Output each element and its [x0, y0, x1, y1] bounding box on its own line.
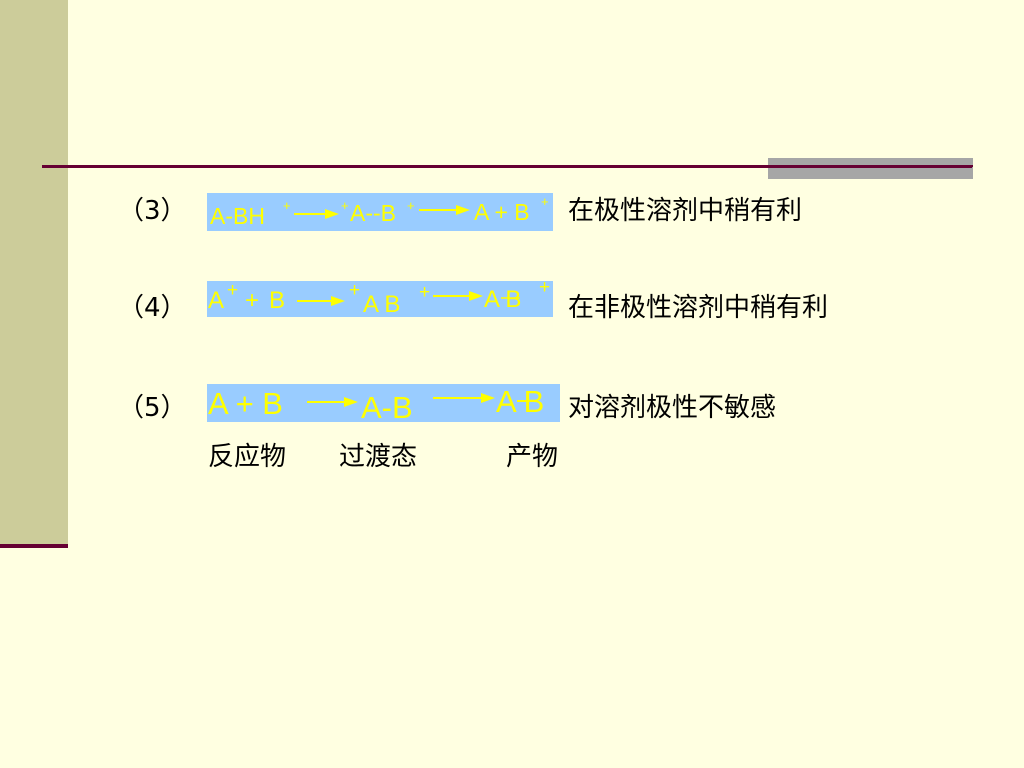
- label-product: 产物: [506, 442, 559, 472]
- item-3-reactant: A-BH: [210, 203, 265, 229]
- item-5-description: 对溶剂极性不敏感: [568, 393, 777, 423]
- item-3-arrow-2: [419, 205, 470, 215]
- item-4-description: 在非极性溶剂中稍有利: [568, 293, 829, 323]
- item-3-transition-state: A--B: [350, 200, 396, 226]
- item-3-ts-charge-right: +: [407, 198, 415, 213]
- item-5-reactant: A + B: [208, 386, 283, 421]
- item-4-arrow-1: [297, 296, 345, 306]
- item-3-equation: A-BH + + A--B + A + B +: [207, 193, 553, 231]
- item-5-number: （5）: [118, 393, 187, 423]
- item-5-transition-state: A-B: [361, 390, 413, 422]
- item-3-reactant-charge: +: [283, 198, 291, 213]
- item-4-reactant-a-charge: +: [227, 281, 238, 301]
- item-3-product-charge: +: [541, 194, 549, 209]
- item-5-arrow-2: [433, 393, 495, 403]
- label-reactant: 反应物: [208, 442, 287, 472]
- item-4-ts-charge-right: +: [419, 282, 430, 303]
- top-rule: [42, 165, 972, 168]
- accent-block: [768, 158, 973, 179]
- item-3-product: A + B: [474, 199, 530, 225]
- item-3-ts-charge-left: +: [341, 198, 349, 213]
- label-transition-state: 过渡态: [339, 442, 418, 472]
- item-4-reactant-plus: +: [245, 287, 259, 314]
- side-bar: [0, 0, 68, 548]
- item-3-number: （3）: [118, 196, 187, 226]
- accent-line: [768, 165, 973, 167]
- item-4-arrow-2: [433, 291, 483, 301]
- side-bar-bottom-line: [0, 544, 68, 548]
- item-5-arrow-1: [307, 397, 358, 407]
- item-5-equation: A + B A-B A B: [207, 384, 560, 422]
- item-4-product: A B: [484, 286, 521, 313]
- item-4-reactant-b: B: [269, 287, 285, 314]
- item-3-description: 在极性溶剂中稍有利: [568, 196, 803, 226]
- item-4-ts-charge-left: +: [349, 281, 360, 301]
- item-4-transition-state: A B: [363, 291, 400, 317]
- item-4-reactant-a: A: [208, 287, 224, 314]
- item-4-number: （4）: [118, 293, 187, 323]
- item-3-arrow-1: [294, 209, 339, 219]
- item-4-equation: A + + B + A B + A B +: [207, 281, 553, 317]
- item-4-product-charge: +: [539, 281, 550, 298]
